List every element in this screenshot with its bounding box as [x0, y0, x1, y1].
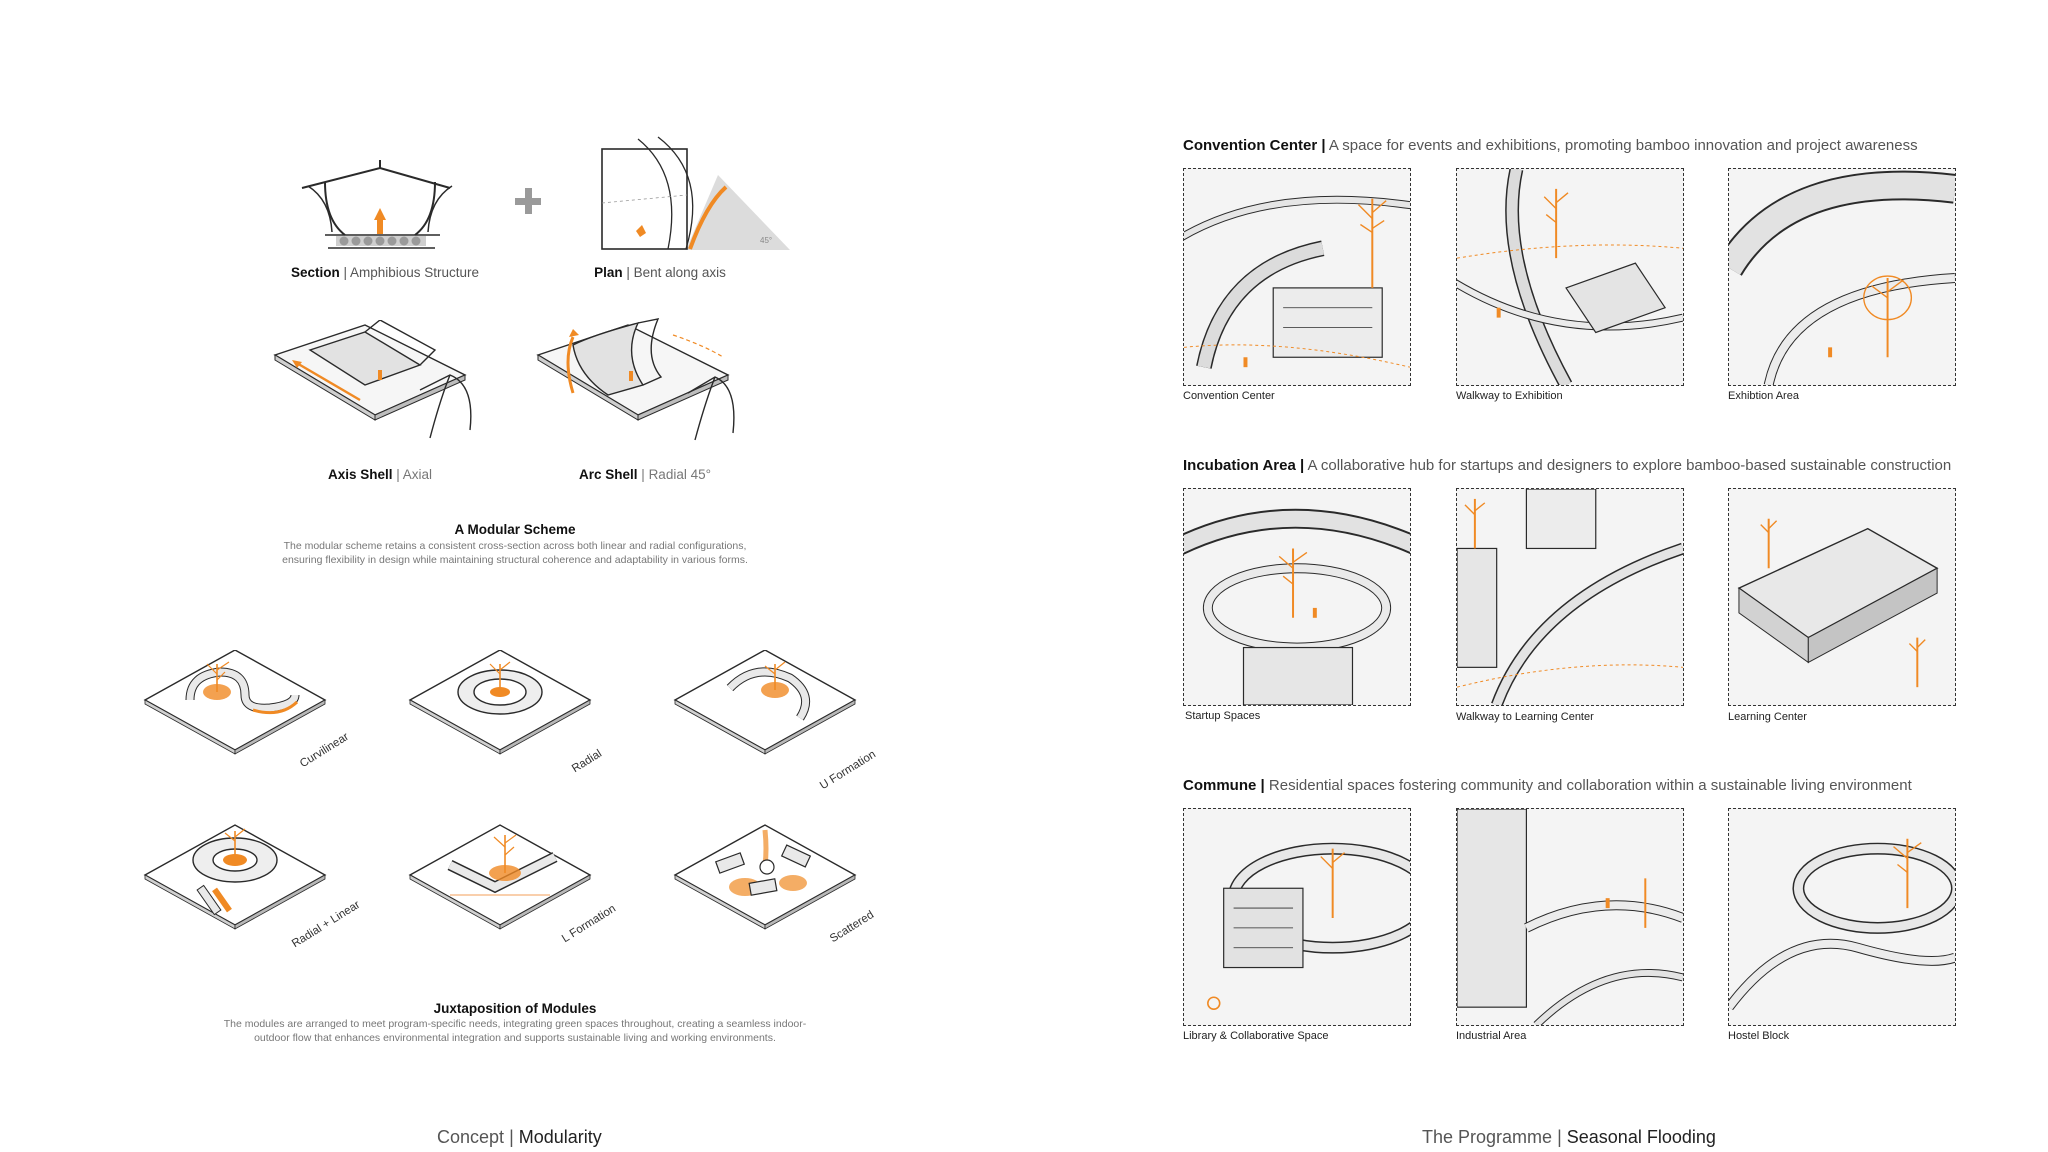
caption-industrial: Industrial Area — [1456, 1030, 1527, 1042]
module-radial-linear — [144, 824, 326, 930]
caption-walkway-learning: Walkway to Learning Center — [1456, 711, 1594, 723]
axis-shell-diagram — [273, 320, 472, 439]
plus-icon — [515, 188, 541, 214]
scheme-title: A Modular Scheme — [454, 522, 576, 537]
caption-convention-center: Convention Center — [1183, 390, 1275, 402]
panel-walkway-exhibition — [1456, 168, 1684, 386]
juxtaposition-title: Juxtaposition of Modules — [433, 1001, 597, 1016]
scheme-description: The modular scheme retains a consistent … — [282, 540, 748, 566]
caption-hostel: Hostel Block — [1728, 1030, 1790, 1042]
panel-convention-center — [1183, 168, 1411, 386]
section-caption: Section | Amphibious Structure — [290, 265, 480, 280]
caption-library: Library & Collaborative Space — [1183, 1030, 1329, 1042]
plan-diagram: 45° — [601, 136, 790, 250]
panel-learning-center — [1728, 488, 1956, 706]
plan-angle-label: 45° — [760, 236, 772, 245]
concept-footer: Concept | Modularity — [437, 1127, 602, 1147]
panel-exhibition-area — [1728, 168, 1956, 386]
arc-shell-caption: Arc Shell | Radial 45° — [578, 467, 711, 482]
panel-industrial — [1456, 808, 1684, 1026]
juxtaposition-description: The modules are arranged to meet program… — [223, 1018, 807, 1044]
caption-startup-spaces: Startup Spaces — [1185, 710, 1261, 722]
module-scattered — [674, 824, 856, 930]
caption-exhibition-area: Exhibtion Area — [1728, 390, 1799, 402]
panel-library — [1183, 808, 1411, 1026]
section-title-convention: Convention Center | A space for events a… — [1183, 137, 1918, 154]
programme-footer: The Programme | Seasonal Flooding — [1422, 1127, 1716, 1147]
module-radial — [409, 650, 591, 755]
plan-caption: Plan | Bent along axis — [594, 265, 726, 280]
module-curvilinear — [144, 650, 326, 755]
panel-startup-spaces — [1183, 488, 1411, 706]
module-l-formation — [409, 824, 591, 930]
caption-walkway-exhibition: Walkway to Exhibition — [1456, 390, 1563, 402]
panel-walkway-learning — [1456, 488, 1684, 706]
arc-shell-diagram — [536, 318, 735, 441]
caption-learning-center: Learning Center — [1728, 711, 1807, 723]
module-u-formation — [674, 650, 856, 755]
panel-hostel — [1728, 808, 1956, 1026]
section-title-incubation: Incubation Area | A collaborative hub fo… — [1183, 457, 1952, 474]
section-title-commune: Commune | Residential spaces fostering c… — [1183, 777, 1912, 794]
axis-shell-caption: Axis Shell | Axial — [327, 467, 433, 482]
section-diagram — [301, 160, 453, 249]
module-tiles — [144, 650, 856, 930]
